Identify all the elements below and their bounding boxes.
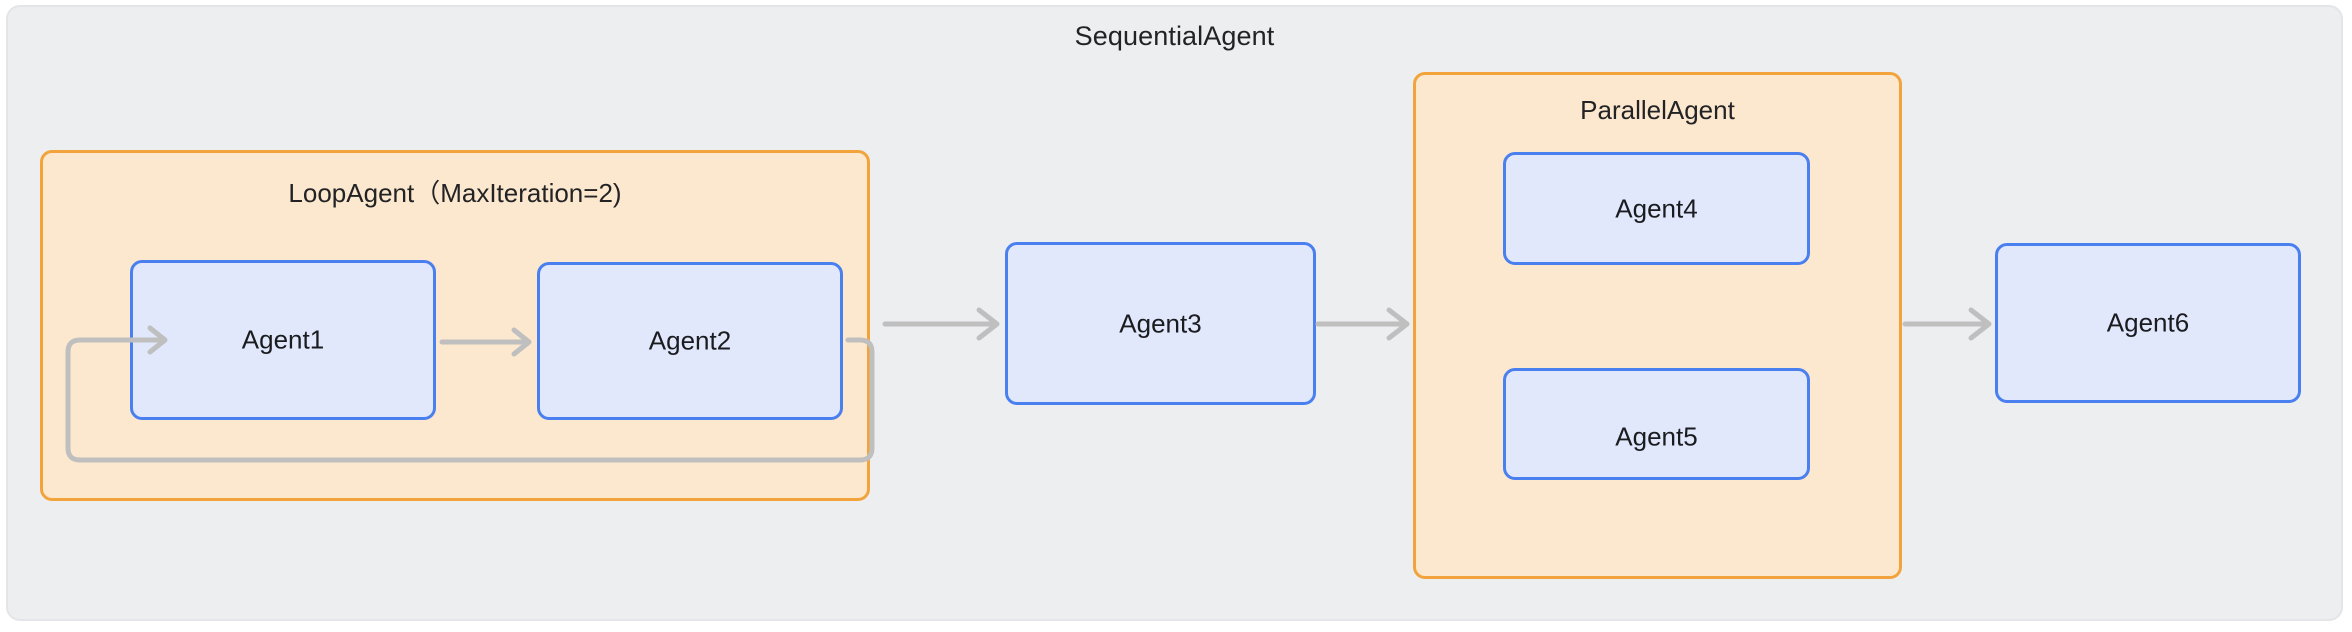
agent1-node[interactable]: Agent1 [130, 260, 436, 420]
agent5-label: Agent5 [1615, 421, 1698, 452]
agent1-label: Agent1 [241, 324, 325, 355]
parallel-agent-group[interactable]: ParallelAgent [1413, 72, 1902, 579]
agent2-label: Agent2 [648, 325, 732, 356]
agent6-label: Agent6 [2106, 307, 2190, 338]
parallel-agent-label: ParallelAgent [1580, 95, 1735, 125]
agent5-node[interactable]: Agent5 [1503, 368, 1810, 480]
agent4-label: Agent4 [1615, 193, 1698, 223]
agent3-node[interactable]: Agent3 [1005, 242, 1316, 405]
agent2-node[interactable]: Agent2 [537, 262, 843, 420]
agent4-node[interactable]: Agent4 [1503, 152, 1810, 265]
agent6-node[interactable]: Agent6 [1995, 243, 2301, 403]
agent3-label: Agent3 [1119, 308, 1202, 338]
sequential-agent-title: SequentialAgent [1074, 21, 1275, 51]
loop-agent-label: LoopAgent（MaxIteration=2) [288, 178, 622, 208]
